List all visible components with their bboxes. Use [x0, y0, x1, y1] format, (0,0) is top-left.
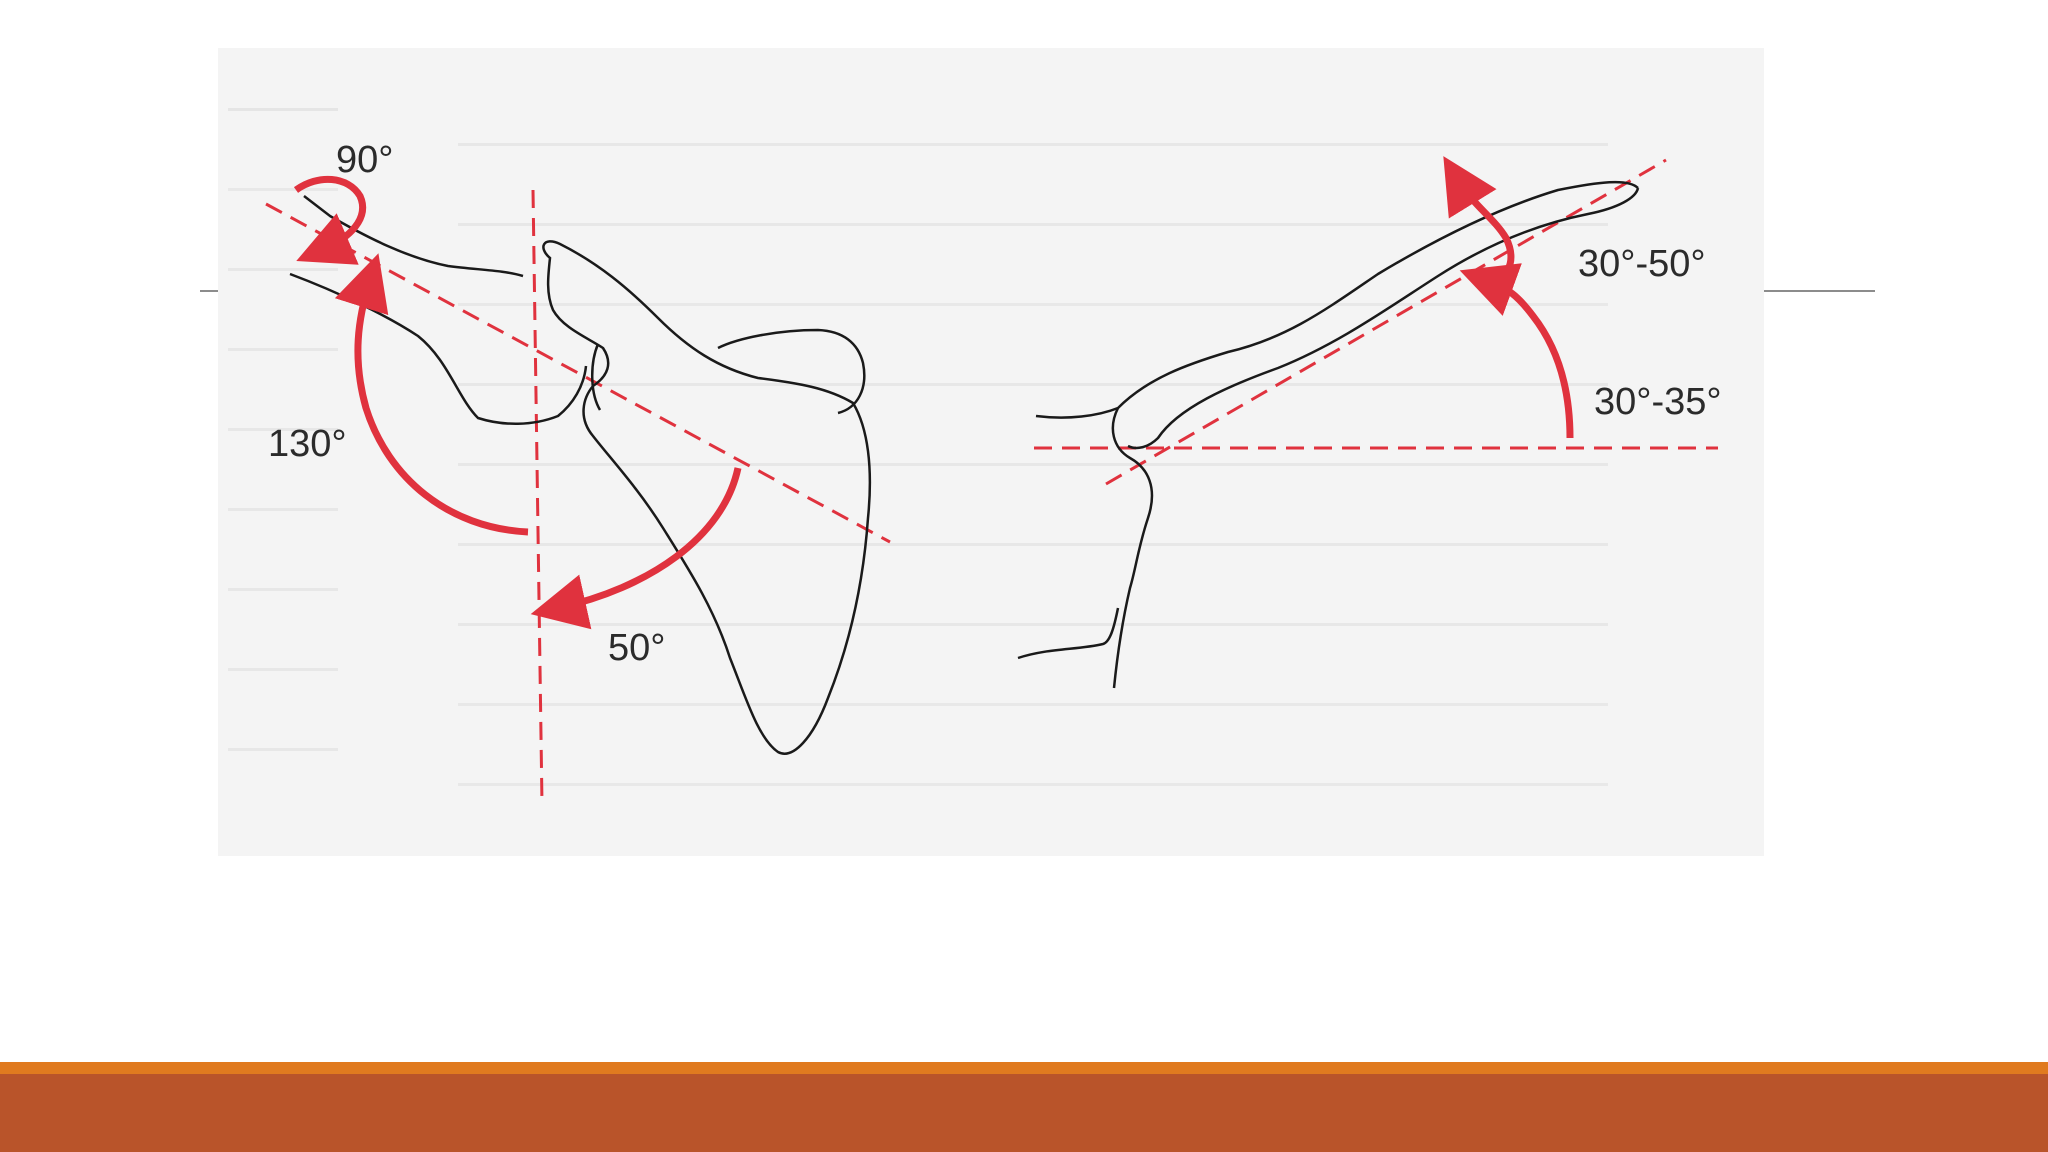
- elevation-arrow-130: [334, 253, 529, 536]
- footer-bar: [0, 1074, 2048, 1152]
- rotation-arrow-50: [530, 467, 742, 630]
- label-30-35: 30°-35°: [1594, 381, 1722, 423]
- bleed-through-text: [228, 108, 1608, 786]
- glenoid-outline: [590, 343, 602, 411]
- clavicle-axis-line: [1105, 158, 1667, 486]
- scapula-outline: [542, 240, 872, 755]
- sternum-outline: [1017, 407, 1154, 689]
- coracoid-outline: [717, 328, 866, 415]
- elevation-arrow-30-35: [1459, 263, 1574, 439]
- scan-background: [218, 48, 1764, 856]
- footer-accent-stripe: [0, 1062, 2048, 1074]
- label-130: 130°: [268, 423, 347, 465]
- rotation-arrow-90: [293, 175, 367, 265]
- label-90: 90°: [336, 139, 393, 181]
- label-30-50: 30°-50°: [1578, 243, 1706, 285]
- vertical-reference-line: [531, 189, 544, 805]
- label-50: 50°: [608, 627, 665, 669]
- shoulder-motion-figure: 90° 130° 50° 30°-50° 30°-35°: [218, 48, 1764, 856]
